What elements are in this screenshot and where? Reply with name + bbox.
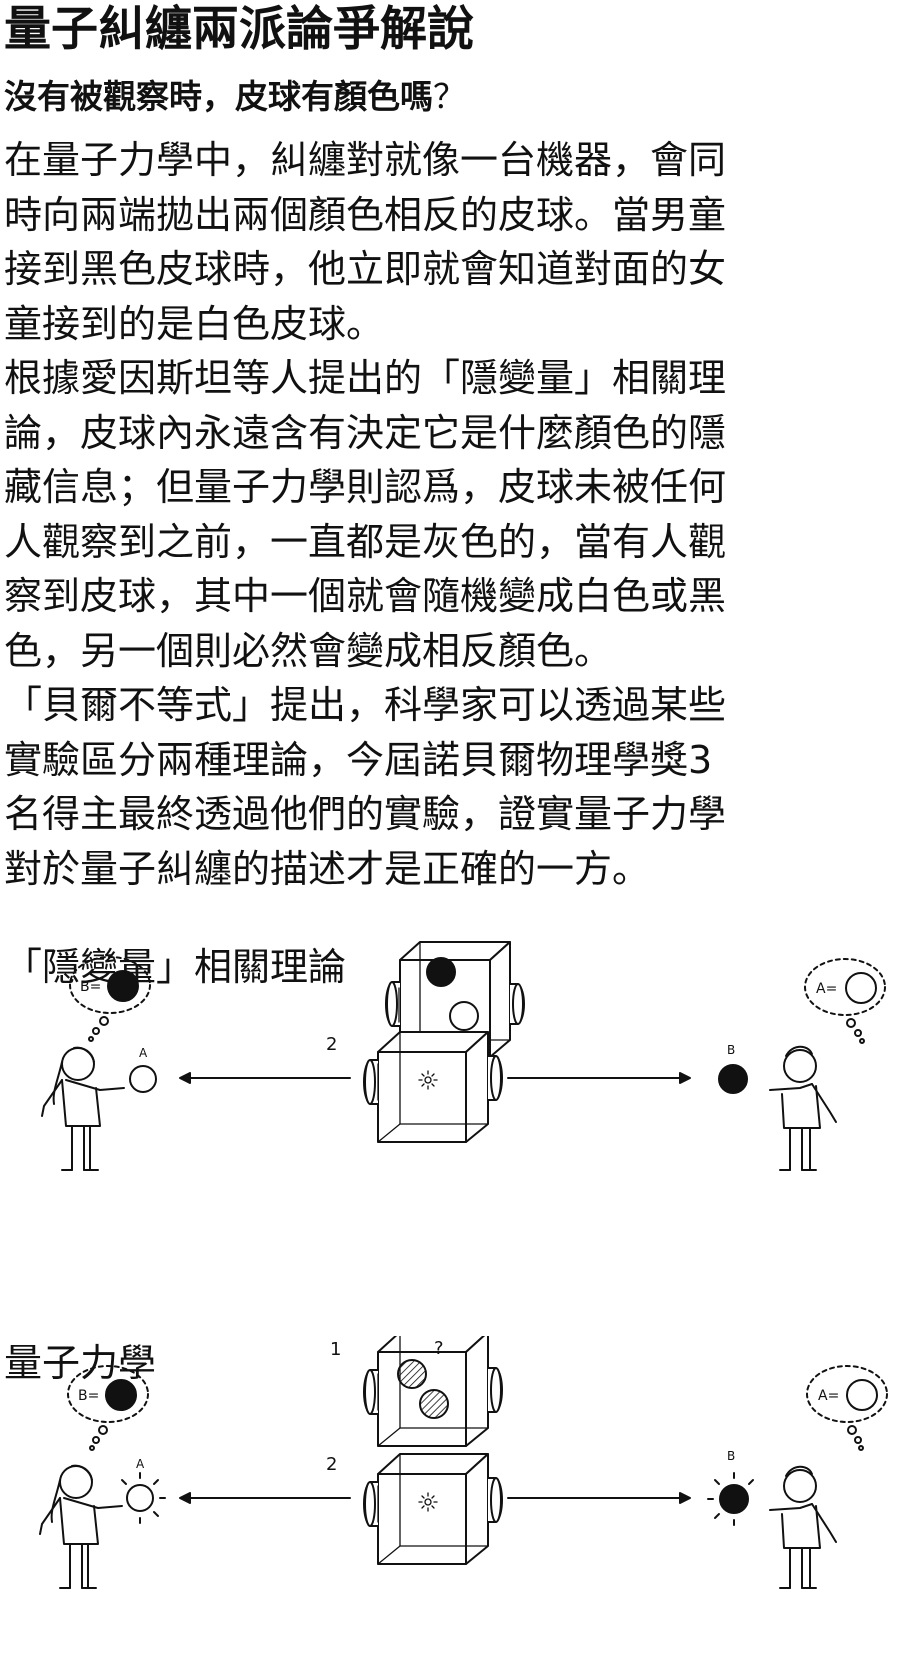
question-mark: ? xyxy=(434,1338,444,1359)
body-line: 實驗區分兩種理論，今屆諾貝爾物理學獎3 xyxy=(4,737,713,782)
unknown-ball-1 xyxy=(397,1359,427,1389)
body-line: 在量子力學中，糾纏對就像一台機器，會同 xyxy=(4,138,727,182)
white-ball xyxy=(449,1001,479,1031)
black-ball xyxy=(426,957,456,987)
body-line: 論，皮球內永遠含有決定它是什麼顏色的隱 xyxy=(4,410,727,455)
ball-b-label: B xyxy=(727,1043,735,1057)
left-thought-bubble xyxy=(67,1365,149,1451)
body-line: 童接到的是白色皮球。 xyxy=(4,301,385,346)
page-title: 量子糾纏兩派論爭解說 xyxy=(4,2,474,57)
subtitle-text: 沒有被觀察時，皮球有顏色嗎 xyxy=(4,77,433,116)
boy-figure xyxy=(769,1045,837,1171)
ball-b-label: B xyxy=(727,1449,735,1463)
boy-figure xyxy=(769,1465,837,1589)
subtitle-question-mark: ？ xyxy=(433,77,466,116)
bubble-white-ball xyxy=(845,972,877,1004)
hidden-variable-diagram: B= A= A B xyxy=(41,941,886,1171)
quantum-mechanics-label: 量子力學 xyxy=(4,1341,157,1385)
bubble-black-ball xyxy=(107,970,139,1002)
arrow-left xyxy=(179,1492,351,1504)
girl-figure xyxy=(41,1046,125,1171)
body-line: 「貝爾不等式」提出，科學家可以透過某些 xyxy=(4,683,727,727)
bubble-white-ball xyxy=(846,1379,878,1411)
arrow-right xyxy=(507,1492,691,1504)
right-thought-bubble xyxy=(806,1365,888,1451)
right-bubble-text: A= xyxy=(818,1388,839,1404)
body-line: 察到皮球，其中一個就會隨機變成白色或黑 xyxy=(4,574,727,618)
left-bubble-text: B= xyxy=(78,1388,99,1404)
body-line: 藏信息；但量子力學則認爲，皮球未被任何 xyxy=(4,465,727,509)
bubble-black-ball xyxy=(105,1379,137,1411)
body-line: 根據愛因斯坦等人提出的「隱變量」相關理 xyxy=(4,356,727,400)
body-line: 對於量子糾纏的描述才是正確的一方。 xyxy=(4,846,651,891)
body-line: 接到黑色皮球時，他立即就會知道對面的女 xyxy=(4,247,727,291)
arrow-left xyxy=(179,1072,351,1084)
right-thought-bubble xyxy=(804,958,886,1044)
entangler-machine-2 xyxy=(363,1031,503,1143)
girl-figure xyxy=(39,1464,123,1589)
step-1-label: 1 xyxy=(330,1339,341,1360)
unknown-ball-2 xyxy=(419,1389,449,1419)
body-line: 時向兩端拋出兩個顏色相反的皮球。當男童 xyxy=(4,192,727,237)
arrow-right xyxy=(507,1072,691,1084)
quantum-diagram: 1 ? B= A= xyxy=(39,1336,888,1589)
ball-a-glowing xyxy=(121,1472,166,1524)
hidden-variable-label: 「隱變量」相關理論 xyxy=(4,945,347,989)
entangler-machine-2 xyxy=(363,1453,503,1565)
ball-a xyxy=(129,1065,157,1093)
body-line: 色，另一個則必然會變成相反顏色。 xyxy=(4,628,613,673)
left-thought-bubble xyxy=(69,956,151,1042)
ball-b xyxy=(718,1064,748,1094)
ball-a-label: A xyxy=(139,1046,148,1060)
ball-a-label: A xyxy=(136,1457,145,1471)
article-body: 在量子力學中，糾纏對就像一台機器，會同 時向兩端拋出兩個顏色相反的皮球。當男童 … xyxy=(4,133,904,896)
step-2-label: 2 xyxy=(326,1454,337,1475)
ball-b-glowing xyxy=(707,1472,754,1526)
right-bubble-text: A= xyxy=(816,981,837,997)
body-line: 名得主最終透過他們的實驗，證實量子力學 xyxy=(4,792,727,836)
step-2-label: 2 xyxy=(326,1034,337,1055)
left-bubble-text: B= xyxy=(80,979,101,995)
page-subtitle: 沒有被觀察時，皮球有顏色嗎？ xyxy=(4,76,466,118)
body-line: 人觀察到之前，一直都是灰色的，當有人觀 xyxy=(4,519,727,564)
